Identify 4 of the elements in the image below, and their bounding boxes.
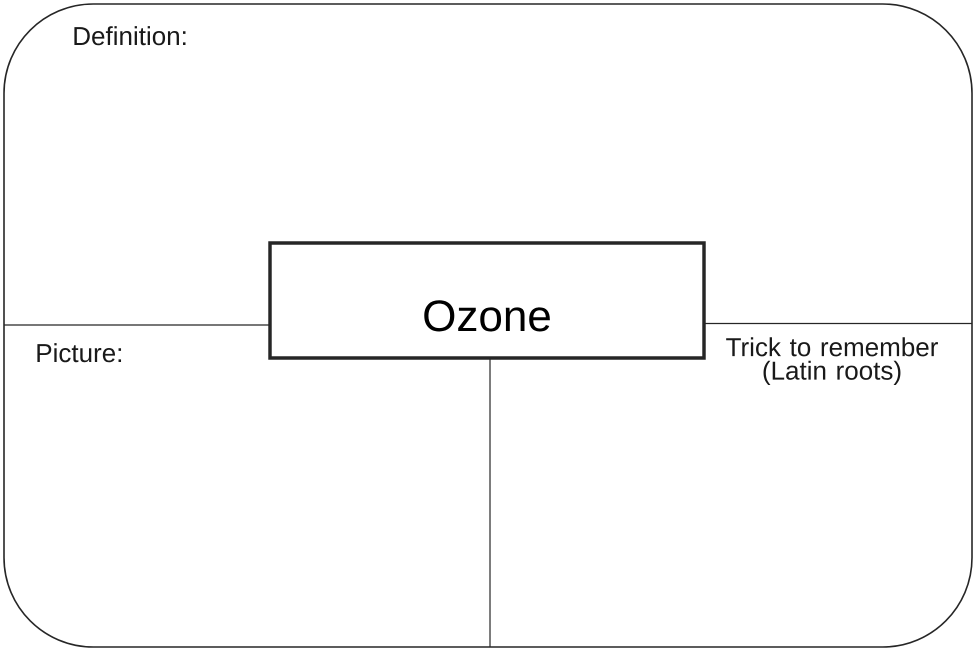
section-heading: Picture:	[37, 343, 122, 362]
term-box: Ozone	[268, 241, 706, 360]
section-heading: Definition:	[74, 26, 186, 46]
section-heading: Trick to remember (Latin roots)	[726, 337, 938, 385]
